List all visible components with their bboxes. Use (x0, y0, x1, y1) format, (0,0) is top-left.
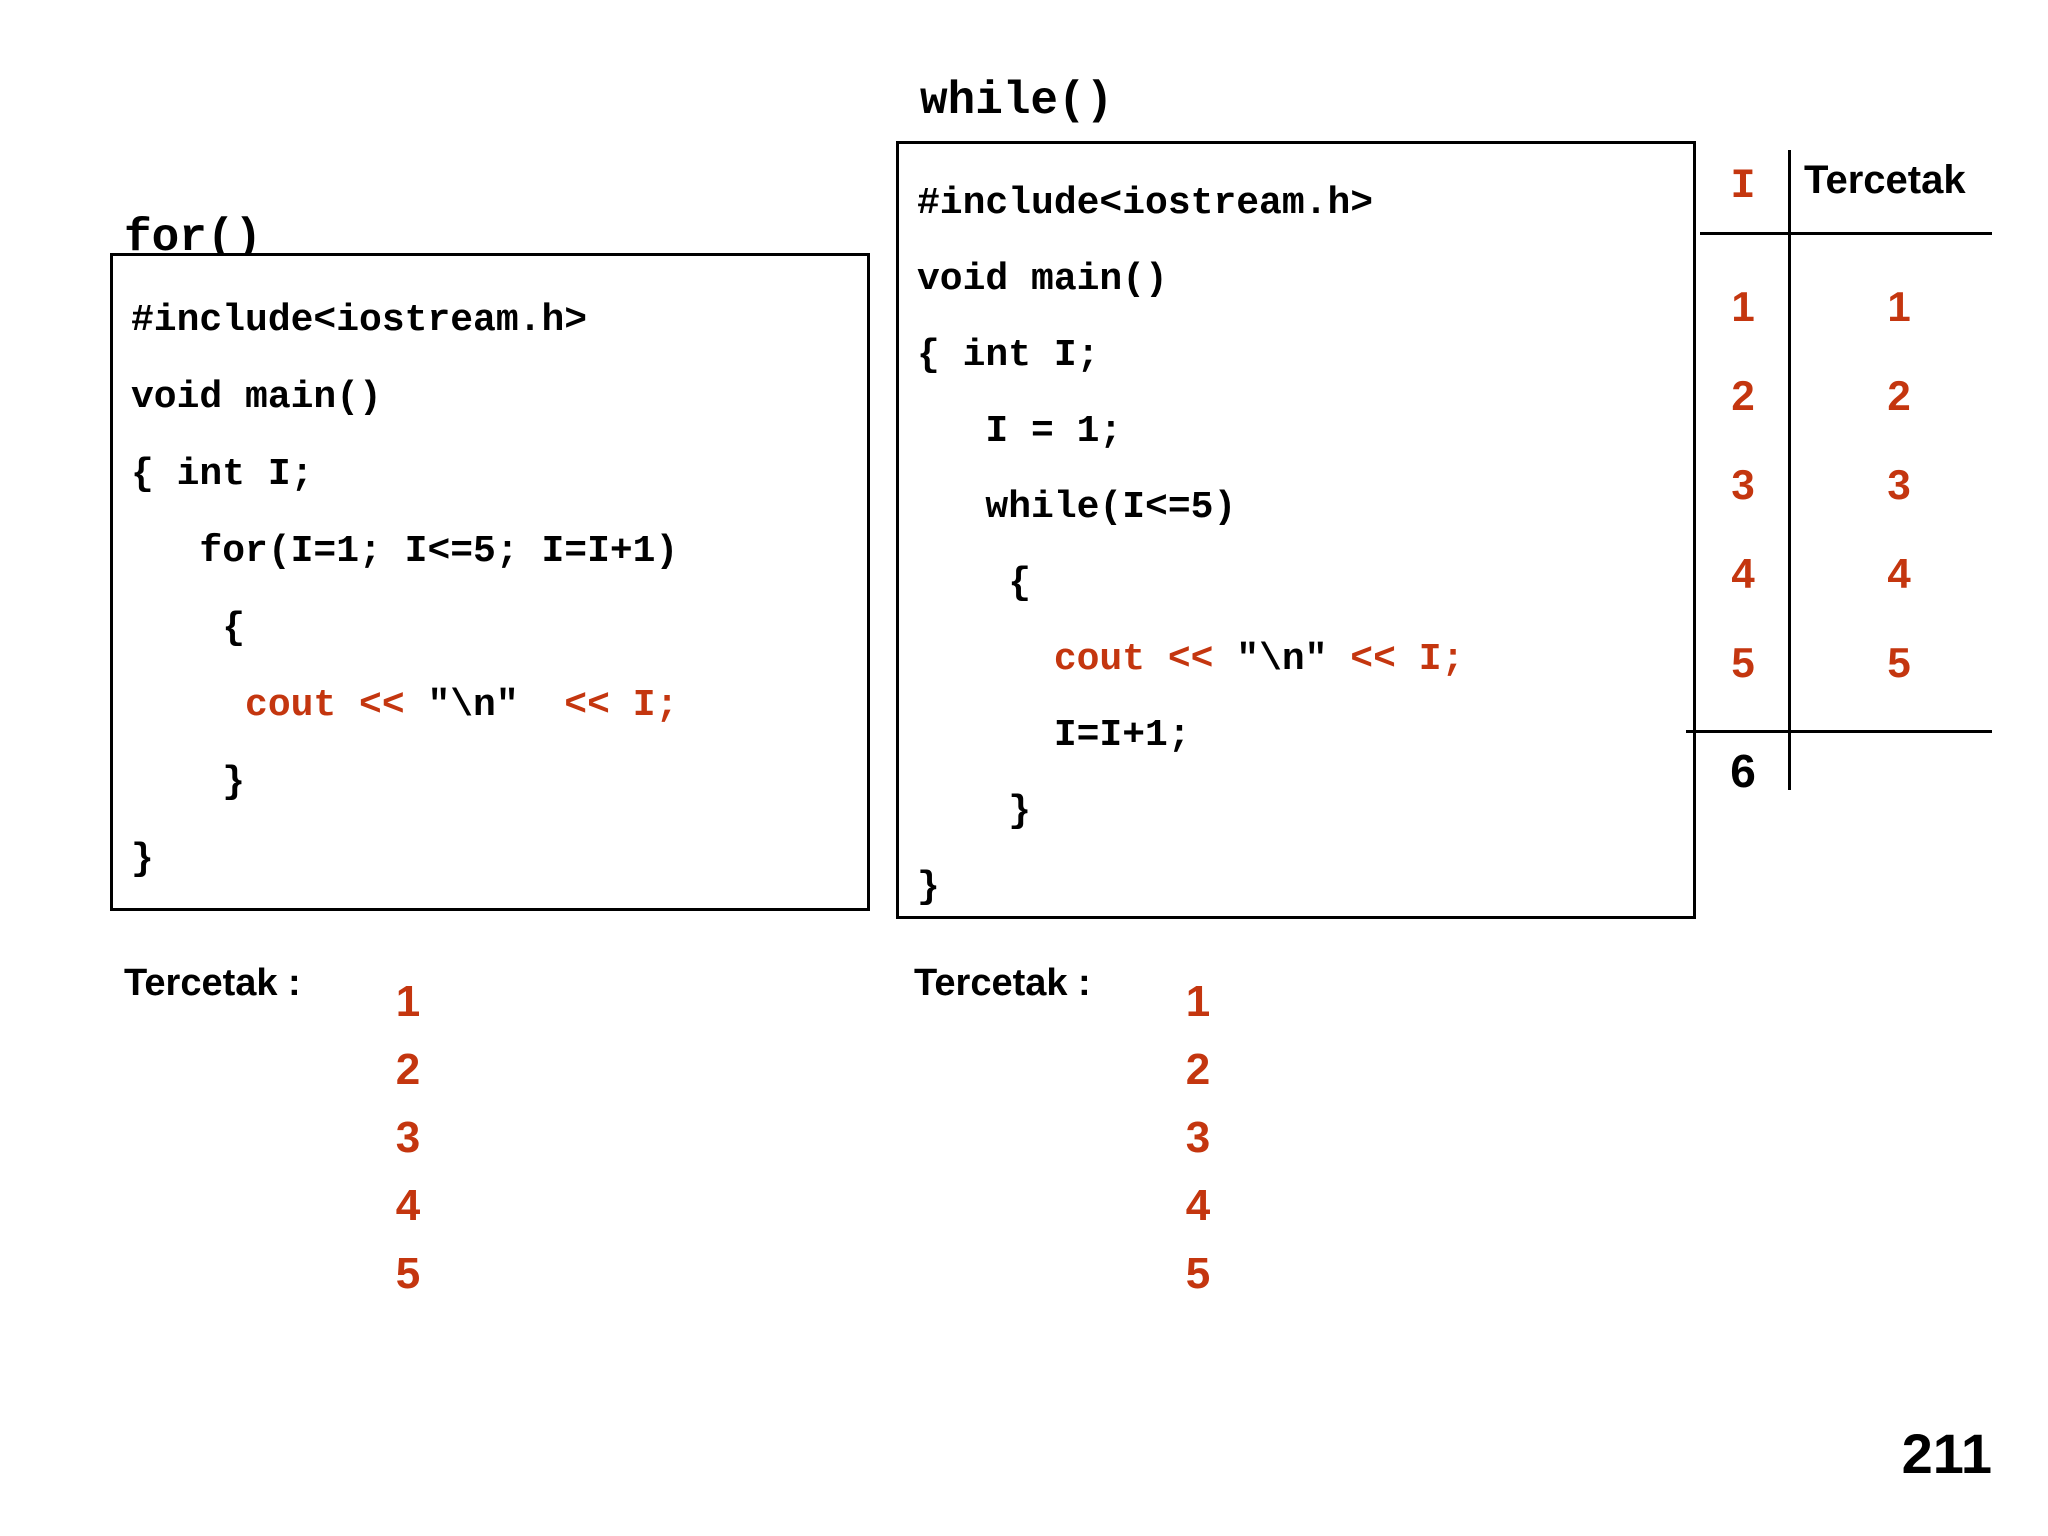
code-token: } (131, 761, 246, 804)
code-line: } (917, 774, 1693, 850)
code-line: void main() (131, 359, 867, 436)
trace-cell: 3 (1887, 461, 1911, 508)
code-token: I=I+1; (917, 714, 1191, 757)
code-token-highlight: << I; (518, 684, 679, 727)
code-line: #include<iostream.h> (917, 166, 1693, 242)
trace-cell: 1 (1731, 283, 1755, 330)
for-output-label: Tercetak : (124, 962, 301, 1004)
trace-cell: 5 (1731, 639, 1755, 686)
trace-cell: 5 (1887, 639, 1911, 686)
code-token: } (917, 866, 940, 909)
code-line: { int I; (131, 436, 867, 513)
trace-cell: 2 (1887, 372, 1911, 419)
output-value: 5 (1185, 1249, 1211, 1298)
code-line: cout << "\n" << I; (131, 667, 867, 744)
output-value: 1 (1185, 977, 1211, 1026)
trace-column-divider (1788, 150, 1791, 790)
code-token: while(I<=5) (917, 486, 1237, 529)
code-token-highlight: cout << (131, 684, 428, 727)
trace-header-tercetak: Tercetak (1804, 158, 1966, 202)
code-token: } (917, 790, 1032, 833)
code-token: I = 1; (917, 410, 1123, 453)
code-line: cout << "\n" << I; (917, 622, 1693, 698)
code-token: { int I; (131, 453, 314, 496)
code-token: void main() (917, 258, 1168, 301)
code-line: I=I+1; (917, 698, 1693, 774)
output-value: 3 (1185, 1113, 1211, 1162)
trace-header-i: I (1730, 162, 1756, 210)
code-line: while(I<=5) (917, 470, 1693, 546)
trace-header-rule (1700, 232, 1992, 235)
code-token-highlight: << I; (1327, 638, 1465, 681)
code-token: #include<iostream.h> (917, 182, 1374, 225)
output-value: 3 (395, 1113, 421, 1162)
output-value: 4 (395, 1181, 421, 1230)
code-token: #include<iostream.h> (131, 299, 588, 342)
code-line: { (917, 546, 1693, 622)
trace-footer-rule (1686, 730, 1992, 733)
while-output-block: Tercetak : (914, 962, 1091, 1005)
code-token: for(I=1; I<=5; I=I+1) (131, 530, 679, 573)
code-line: I = 1; (917, 394, 1693, 470)
code-line: } (131, 821, 867, 898)
while-output-values: 1 2 3 4 5 (1168, 968, 1228, 1308)
code-token: } (131, 838, 154, 881)
for-output-values: 1 2 3 4 5 (378, 968, 438, 1308)
while-output-label: Tercetak : (914, 962, 1091, 1004)
code-token: { (131, 607, 246, 650)
code-line: for(I=1; I<=5; I=I+1) (131, 513, 867, 590)
while-code-listing: #include<iostream.h>void main(){ int I; … (899, 144, 1693, 926)
while-code-box: #include<iostream.h>void main(){ int I; … (896, 141, 1696, 919)
while-section-label: while() (920, 75, 1114, 127)
code-token: { int I; (917, 334, 1100, 377)
trace-cell: 4 (1887, 550, 1911, 597)
trace-cell: 4 (1731, 550, 1755, 597)
code-token: void main() (131, 376, 382, 419)
trace-cell: 3 (1731, 461, 1755, 508)
trace-column-tercetak-values: 1 2 3 4 5 (1804, 262, 1994, 707)
output-value: 2 (1185, 1045, 1211, 1094)
code-line: } (917, 850, 1693, 926)
for-output-block: Tercetak : (124, 962, 301, 1005)
code-token: "\n" (1236, 638, 1328, 681)
trace-cell: 1 (1887, 283, 1911, 330)
code-token-highlight: cout << (917, 638, 1237, 681)
page-number: 211 (1901, 1422, 1992, 1485)
trace-column-i-values: 1 2 3 4 5 (1700, 262, 1786, 707)
code-line: } (131, 744, 867, 821)
trace-cell: 2 (1731, 372, 1755, 419)
trace-table: I Tercetak 1 2 3 4 5 1 2 3 4 5 6 (1686, 150, 2030, 810)
code-line: { (131, 590, 867, 667)
code-line: #include<iostream.h> (131, 282, 867, 359)
code-line: { int I; (917, 318, 1693, 394)
for-code-box: #include<iostream.h>void main(){ int I; … (110, 253, 870, 911)
code-token: { (917, 562, 1032, 605)
trace-final-i-value: 6 (1730, 745, 1756, 797)
code-token: "\n" (427, 684, 519, 727)
code-line: void main() (917, 242, 1693, 318)
output-value: 2 (395, 1045, 421, 1094)
for-code-listing: #include<iostream.h>void main(){ int I; … (113, 256, 867, 898)
output-value: 1 (395, 977, 421, 1026)
output-value: 5 (395, 1249, 421, 1298)
output-value: 4 (1185, 1181, 1211, 1230)
